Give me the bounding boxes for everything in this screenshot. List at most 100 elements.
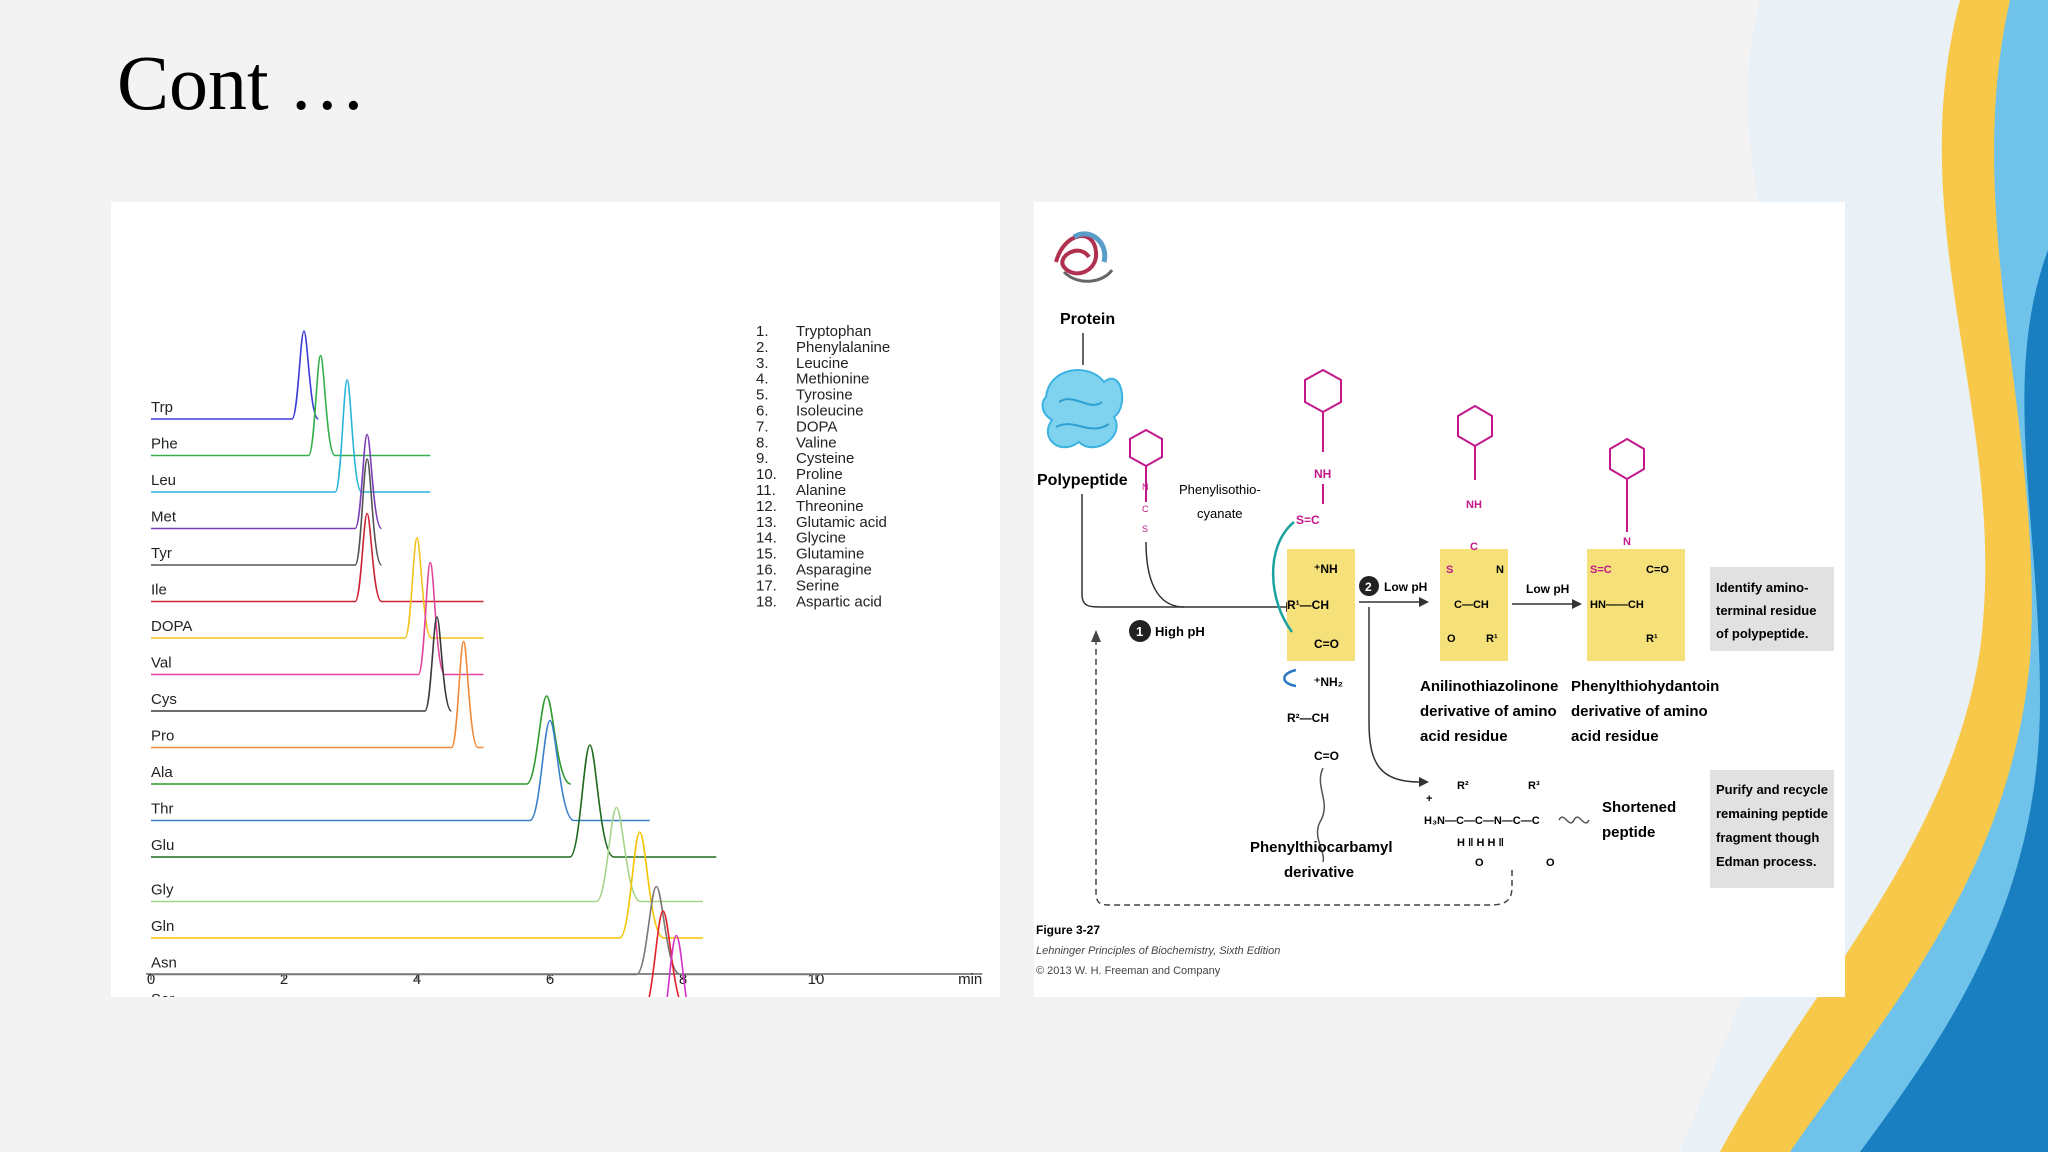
pth-label-2: derivative of amino <box>1571 703 1708 720</box>
legend-item: Asparagine <box>796 562 872 579</box>
svg-text:N: N <box>1623 536 1631 548</box>
legend-item: Tyrosine <box>796 387 853 404</box>
protein-label: Protein <box>1060 311 1115 328</box>
legend-item: Threonine <box>796 498 864 515</box>
series-label: Pro <box>151 728 174 745</box>
step-1-badge <box>1129 620 1151 642</box>
chromatogram-trace <box>151 354 431 457</box>
step-2-label: Low pH <box>1384 580 1427 594</box>
ptc-label: Phenylthiocarbamyl <box>1250 839 1393 856</box>
legend-number: 9. <box>756 450 769 467</box>
series-label: Ser <box>151 991 174 997</box>
pth-label: Phenylthiohydantoin <box>1571 678 1719 695</box>
svg-text:⁺NH₂: ⁺NH₂ <box>1314 675 1343 689</box>
svg-text:C=O: C=O <box>1646 564 1669 576</box>
series-label: Gln <box>151 918 174 935</box>
purify-text-3: fragment though <box>1716 830 1819 845</box>
legend-item: Tryptophan <box>796 323 871 340</box>
atz-label-2: derivative of amino <box>1420 703 1557 720</box>
svg-text:+: + <box>1426 793 1432 805</box>
legend-item: Isoleucine <box>796 403 864 420</box>
legend-item: Phenylalanine <box>796 339 890 356</box>
chromatogram-trace <box>151 806 703 903</box>
svg-text:O: O <box>1475 857 1484 869</box>
reagent-label-2: cyanate <box>1197 506 1243 521</box>
chromatogram-trace <box>151 719 650 822</box>
svg-text:1: 1 <box>1136 624 1143 639</box>
legend-item: Serine <box>796 577 839 594</box>
svg-text:R¹: R¹ <box>1486 633 1498 645</box>
identify-text-3: of polypeptide. <box>1716 626 1808 641</box>
svg-text:R²—CH: R²—CH <box>1287 711 1329 725</box>
purify-text-2: remaining peptide <box>1716 806 1828 821</box>
polypeptide-label: Polypeptide <box>1037 472 1128 489</box>
svg-text:NH: NH <box>1466 499 1482 511</box>
identify-text-2: terminal residue <box>1716 603 1816 618</box>
legend-number: 6. <box>756 403 769 420</box>
svg-text:C—CH: C—CH <box>1454 599 1489 611</box>
purify-box <box>1710 770 1834 888</box>
svg-text:C=O: C=O <box>1314 749 1339 763</box>
legend-item: Methionine <box>796 371 869 388</box>
svg-text:O: O <box>1546 857 1555 869</box>
x-tick-label: 6 <box>546 971 554 988</box>
legend-item: DOPA <box>796 418 837 435</box>
ptc-highlight <box>1287 549 1355 661</box>
svg-text:C: C <box>1142 504 1149 514</box>
legend-item: Valine <box>796 434 837 451</box>
legend-number: 17. <box>756 577 777 594</box>
figure-label: Figure 3-27 <box>1036 923 1100 937</box>
series-label: Val <box>151 655 172 672</box>
svg-text:HN——CH: HN——CH <box>1590 599 1644 611</box>
svg-text:R³: R³ <box>1528 780 1540 792</box>
svg-text:O: O <box>1447 633 1456 645</box>
chromatogram-trace <box>151 379 431 493</box>
legend-number: 15. <box>756 546 777 563</box>
step-1-label: High pH <box>1155 624 1205 639</box>
svg-text:R²: R² <box>1457 780 1469 792</box>
svg-text:⁺NH: ⁺NH <box>1314 562 1338 576</box>
chromatogram-trace <box>151 616 453 712</box>
pth-highlight <box>1587 549 1685 661</box>
recycle-loop <box>1095 642 1513 906</box>
atz-label: Anilinothiazolinone <box>1420 678 1558 695</box>
copyright: © 2013 W. H. Freeman and Company <box>1036 965 1221 977</box>
legend-number: 3. <box>756 355 769 372</box>
edman-diagram: Protein Polypeptide N C S Phenylisothio-… <box>1036 231 1834 977</box>
legend-number: 1. <box>756 323 769 340</box>
series-label: Ala <box>151 764 173 781</box>
legend-number: 12. <box>756 498 777 515</box>
legend-number: 16. <box>756 562 777 579</box>
svg-text:S: S <box>1142 524 1148 534</box>
book-label: Lehninger Principles of Biochemistry, Si… <box>1036 945 1280 957</box>
legend-number: 14. <box>756 530 777 547</box>
ptc-label-2: derivative <box>1284 864 1354 881</box>
series-label: Trp <box>151 399 173 416</box>
svg-text:2: 2 <box>1365 580 1372 594</box>
svg-text:S=C: S=C <box>1296 513 1320 527</box>
purify-text: Purify and recycle <box>1716 782 1828 797</box>
chromatogram-trace <box>151 458 383 566</box>
x-tick-label: 8 <box>679 971 687 988</box>
reagent-label: Phenylisothio- <box>1179 482 1261 497</box>
x-tick-label: 2 <box>280 971 288 988</box>
chromatogram-trace <box>151 330 320 420</box>
svg-text:C: C <box>1470 541 1478 553</box>
identify-box <box>1710 567 1834 651</box>
svg-text:NH: NH <box>1314 467 1331 481</box>
legend-number: 10. <box>756 466 777 483</box>
shortened-peptide-label: Shortened <box>1602 799 1676 816</box>
svg-text:N: N <box>1496 564 1504 576</box>
legend-number: 2. <box>756 339 769 356</box>
legend-number: 13. <box>756 514 777 531</box>
legend-number: 7. <box>756 418 769 435</box>
chromatogram-trace <box>666 934 687 997</box>
series-label: Leu <box>151 472 176 489</box>
chromatogram-trace <box>151 695 572 785</box>
legend-item: Glutamic acid <box>796 514 887 531</box>
svg-text:H₃N—C—C—N—C—C: H₃N—C—C—N—C—C <box>1424 815 1540 827</box>
series-label: Met <box>151 509 177 526</box>
shortened-peptide-label-2: peptide <box>1602 824 1655 841</box>
